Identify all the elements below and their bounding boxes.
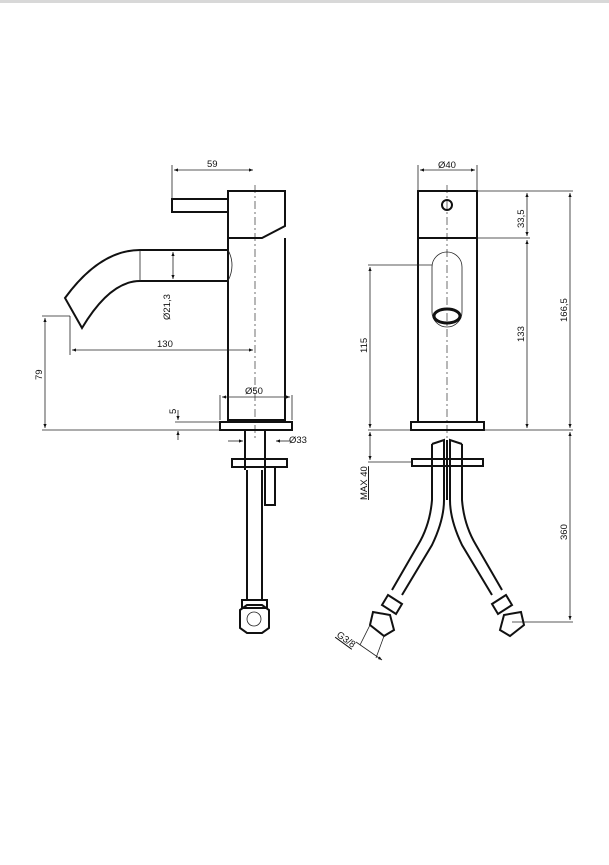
dim-33-5: 33,5 bbox=[516, 210, 527, 229]
spout bbox=[63, 249, 228, 330]
side-view: 59 Ø21,3 130 79 Ø50 5 Ø33 bbox=[34, 159, 307, 634]
lever-handle bbox=[171, 198, 229, 213]
hose-nut-right bbox=[490, 593, 526, 638]
top-border bbox=[0, 0, 609, 3]
front-view: Ø40 33,5 133 166,5 115 MAX 40 360 G3/8 bbox=[334, 160, 573, 661]
dim-max-40: MAX 40 bbox=[359, 466, 370, 500]
dim-360: 360 bbox=[559, 524, 570, 540]
dim-115: 115 bbox=[359, 338, 370, 353]
spout-front bbox=[431, 251, 463, 328]
dim-166-5: 166,5 bbox=[559, 298, 570, 322]
mounting-bracket bbox=[231, 458, 288, 468]
dim-79: 79 bbox=[34, 369, 45, 380]
dim-body-diameter: Ø50 bbox=[245, 386, 263, 397]
hose-nut-left bbox=[368, 593, 404, 638]
aerator bbox=[432, 307, 462, 325]
dim-head-diameter: Ø40 bbox=[438, 160, 456, 171]
dim-130: 130 bbox=[157, 339, 173, 350]
base-plate bbox=[219, 421, 293, 431]
handle-head-front bbox=[417, 190, 478, 239]
body-front bbox=[417, 237, 478, 423]
hose-nut bbox=[239, 604, 270, 634]
dim-thread: G3/8 bbox=[334, 630, 357, 651]
base-plate-front bbox=[410, 421, 485, 431]
dim-shank-diameter: Ø33 bbox=[289, 435, 307, 446]
dim-5: 5 bbox=[168, 409, 179, 414]
dim-spout-diameter: Ø21,3 bbox=[162, 294, 173, 320]
indicator-hole bbox=[441, 199, 453, 211]
body bbox=[227, 238, 286, 421]
handle-head bbox=[227, 190, 286, 239]
dim-59: 59 bbox=[207, 159, 218, 170]
dim-133: 133 bbox=[516, 326, 527, 342]
